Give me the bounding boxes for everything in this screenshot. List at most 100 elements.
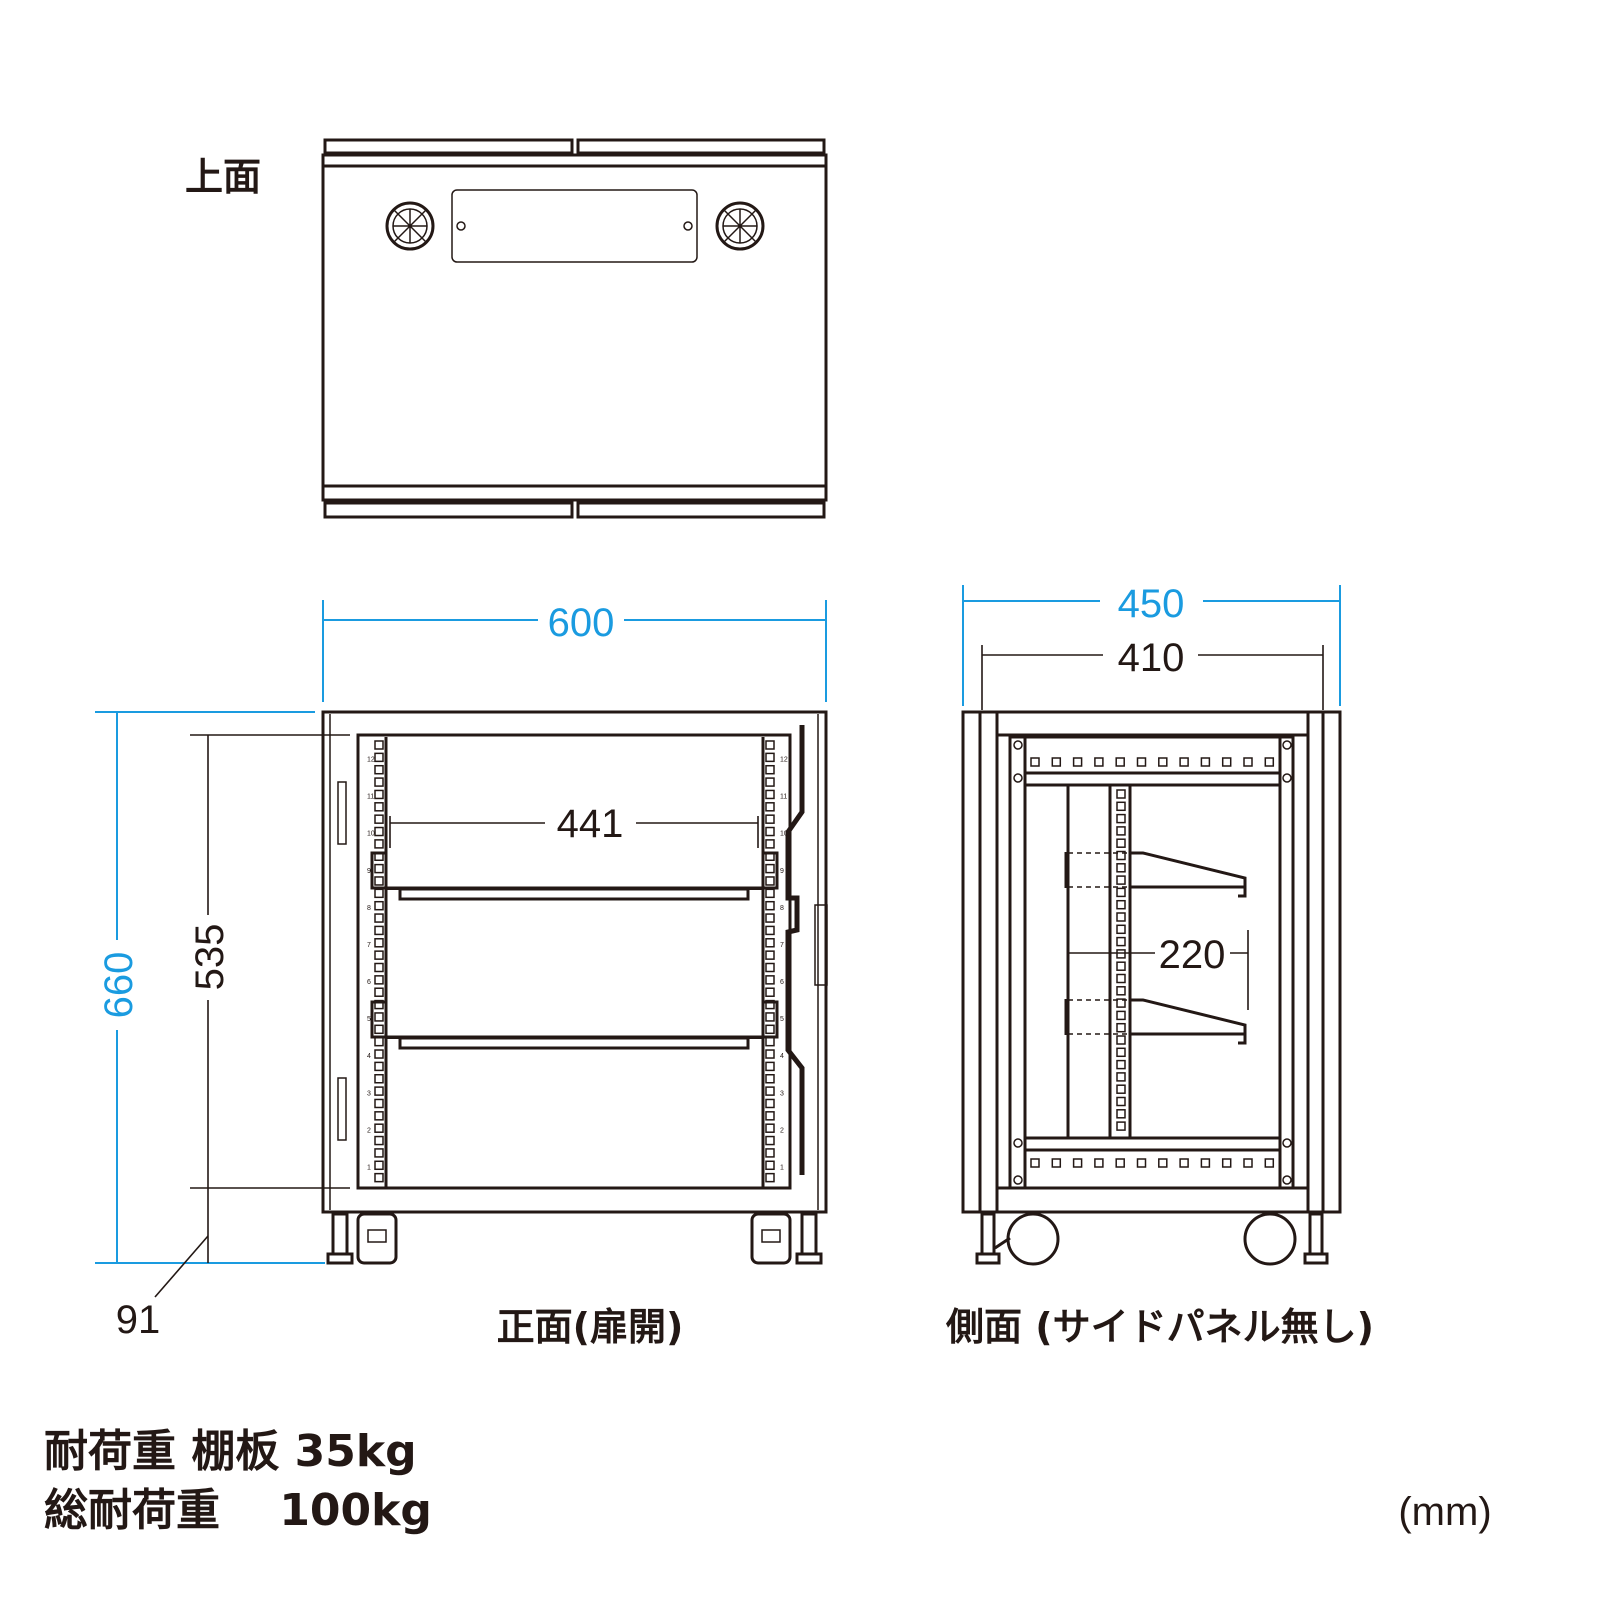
rail-hole	[1179, 1158, 1189, 1168]
bolt-icon	[1282, 740, 1292, 750]
rack-hole	[765, 740, 775, 750]
rack-hole	[374, 1135, 384, 1146]
rack-hole	[765, 789, 775, 800]
rack-hole	[374, 938, 384, 948]
rail-hole	[1094, 1158, 1104, 1168]
shelf-bracket	[1064, 851, 1247, 898]
rail-hole	[1051, 757, 1062, 767]
rack-unit-number: 10	[367, 831, 375, 838]
rack-hole	[765, 925, 775, 936]
rack-hole	[765, 975, 775, 985]
bolt-icon	[1013, 773, 1023, 783]
rail-hole	[1116, 838, 1126, 848]
rail-hole	[1116, 850, 1126, 861]
rail-hole	[1116, 912, 1126, 922]
dimension-shelf-depth	[1068, 930, 1249, 1010]
rack-hole	[765, 863, 775, 874]
rack-hole	[765, 888, 775, 899]
rack-hole	[374, 913, 384, 923]
rack-hole	[374, 814, 384, 824]
rack-hole	[765, 814, 775, 824]
shelf-bracket	[1064, 998, 1247, 1045]
rack-hole	[765, 777, 775, 787]
rack-unit-number: 5	[367, 1016, 371, 1023]
rail-hole	[1116, 949, 1126, 959]
rail-hole	[1243, 1158, 1253, 1168]
rack-hole	[765, 950, 775, 960]
rack-hole	[374, 876, 384, 886]
rail-hole	[1116, 1047, 1126, 1058]
rail-hole	[1221, 1158, 1232, 1168]
rack-hole	[374, 839, 384, 849]
rack-hole	[765, 1098, 775, 1109]
rail-hole	[1243, 757, 1253, 767]
rail-hole	[1179, 757, 1189, 767]
rack-unit-number: 9	[780, 868, 784, 875]
rail-hole	[1158, 1158, 1168, 1168]
rail-hole	[1030, 757, 1040, 767]
dimension-height-label: 660	[97, 952, 141, 1019]
rack-hole	[374, 802, 384, 812]
rack-hole	[765, 752, 775, 763]
rack-hole	[765, 1061, 775, 1072]
hinge	[337, 1077, 347, 1141]
rail-hole	[1116, 1096, 1126, 1107]
rail-hole	[1116, 863, 1126, 873]
caster-right	[750, 1212, 823, 1265]
rail-hole	[1116, 826, 1126, 836]
hinge	[337, 781, 347, 845]
rack-hole	[765, 826, 775, 837]
rail-hole	[1116, 789, 1126, 799]
rack-unit-number: 12	[780, 757, 788, 764]
rack-hole	[765, 913, 775, 923]
rack-unit-number: 12	[367, 757, 375, 764]
rack-hole	[765, 1148, 775, 1158]
top-view	[321, 138, 828, 519]
bolt-icon	[1282, 1138, 1292, 1148]
rack-unit-number: 6	[367, 979, 371, 986]
rail-hole	[1116, 986, 1126, 996]
top-view-label: 上面	[185, 155, 261, 199]
spec-total-load: 総耐荷重 100kg	[44, 1485, 432, 1536]
rack-hole	[374, 826, 384, 837]
rack-unit-number: 1	[367, 1164, 371, 1171]
rail-hole	[1115, 1158, 1125, 1168]
rack-hole	[765, 962, 775, 973]
dimension-rack-width	[389, 816, 759, 848]
rail-hole	[1116, 1121, 1126, 1131]
rack-hole	[374, 863, 384, 874]
rail-hole	[1116, 1035, 1126, 1045]
rack-hole	[374, 752, 384, 763]
rack-unit-number: 11	[367, 794, 374, 801]
rack-hole	[374, 1098, 384, 1109]
rack-unit-number: 1	[780, 1164, 784, 1171]
rack-hole	[765, 1172, 775, 1183]
rail-hole	[1116, 899, 1126, 910]
bolt-icon	[1013, 740, 1023, 750]
caster	[1243, 1212, 1329, 1266]
rail-hole	[1116, 1022, 1126, 1033]
rack-hole	[765, 839, 775, 849]
rack-hole	[765, 1036, 775, 1047]
rack-unit-number: 6	[780, 979, 784, 986]
bolt-icon	[1282, 773, 1292, 783]
rail-hole	[1094, 757, 1104, 767]
rack-unit-number: 3	[367, 1090, 371, 1097]
rail-hole	[1072, 1158, 1083, 1168]
rack-hole	[765, 938, 775, 948]
rack-unit-number: 5	[780, 1016, 784, 1023]
screw-icon	[683, 221, 693, 231]
dimension-depth-inner	[981, 645, 1324, 710]
rail-hole	[1136, 1158, 1147, 1168]
rack-hole	[374, 1074, 384, 1084]
dimension-depth-inner-label: 410	[1118, 636, 1185, 680]
rail-hole	[1116, 813, 1126, 824]
rack-hole	[374, 1111, 384, 1121]
dimension-base-label: 91	[116, 1298, 161, 1342]
rail-hole	[1158, 757, 1168, 767]
front-view-label: 正面(扉開)	[497, 1305, 684, 1349]
rack-unit-number: 8	[367, 905, 371, 912]
rack-hole	[765, 876, 775, 886]
rack-unit-number: 7	[367, 942, 371, 949]
rack-hole	[374, 777, 384, 787]
